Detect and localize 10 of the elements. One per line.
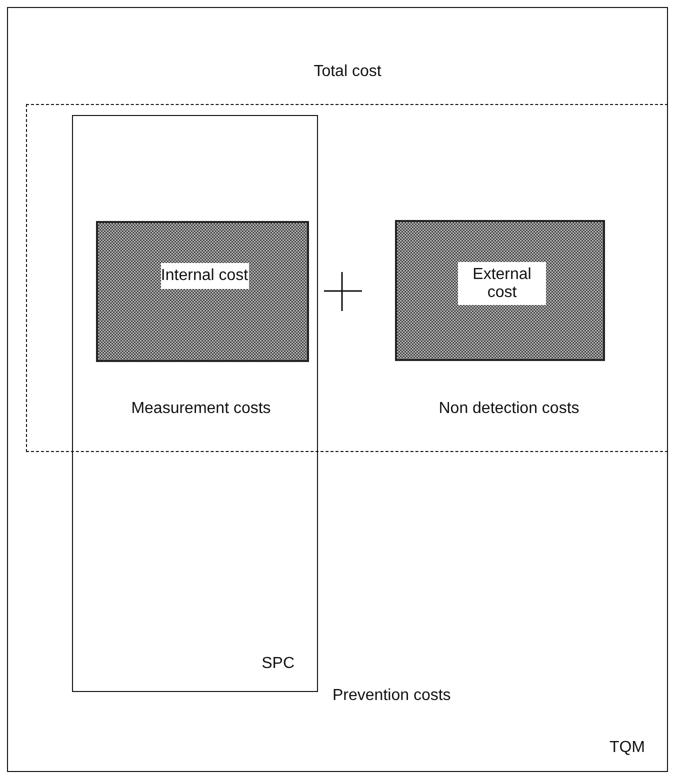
frame-label: TQM	[609, 739, 645, 757]
region-heading: Total cost	[312, 62, 382, 80]
region-caption: Prevention costs	[332, 686, 451, 704]
box-label: External cost	[458, 262, 546, 306]
cost-caption: Measurement costs	[130, 400, 272, 418]
shaded-box	[395, 220, 605, 361]
cost-caption: Non detection costs	[438, 400, 580, 418]
shaded-box	[96, 221, 309, 362]
box-label: Internal cost	[160, 263, 248, 289]
box-label: SPC	[262, 654, 294, 672]
